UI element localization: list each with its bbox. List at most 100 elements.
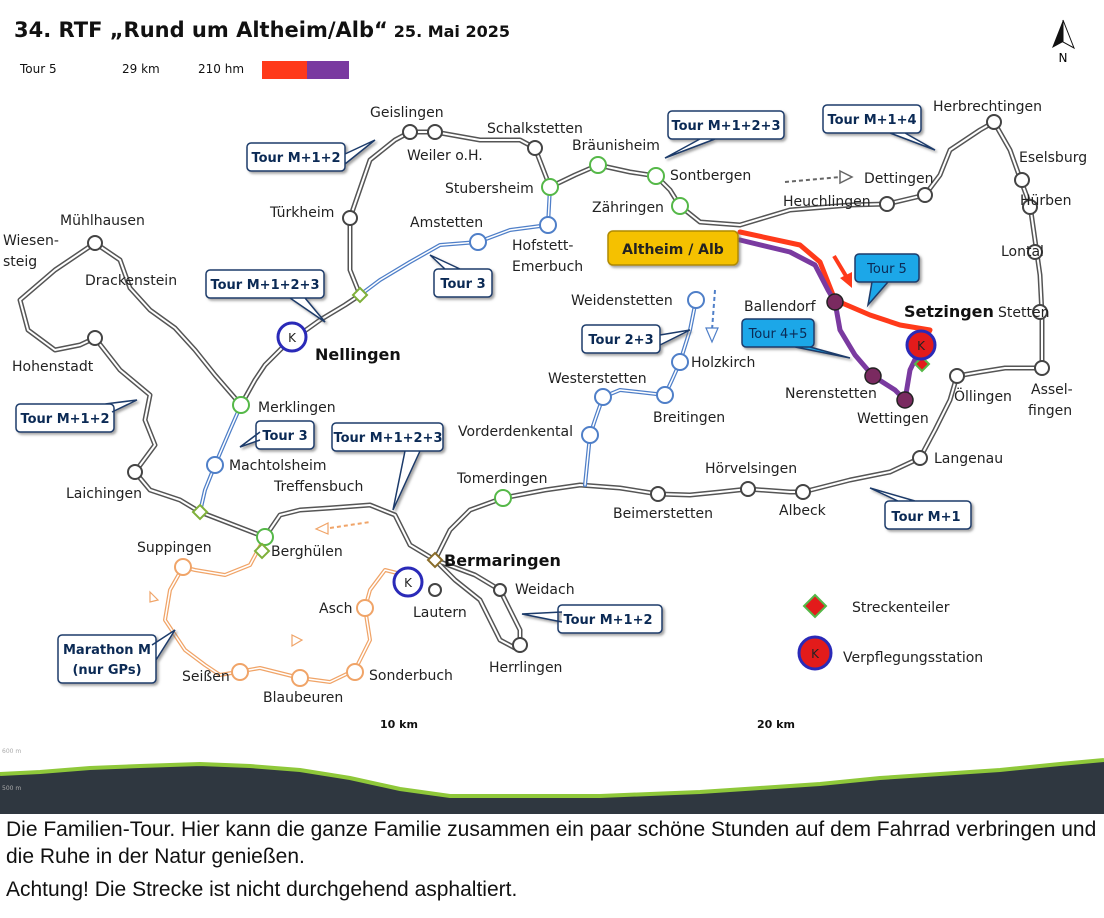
- orange-nodes: [174, 558, 374, 687]
- marathon-arrow-small-icon: [149, 590, 160, 603]
- tour5-nodes: [826, 293, 914, 409]
- place-amstetten: Amstetten: [410, 215, 483, 231]
- place-muehlhausen: Mühlhausen: [60, 213, 145, 229]
- start-box: Altheim / Alb: [607, 230, 739, 266]
- svg-text:K: K: [404, 576, 413, 590]
- aid-legend-marker: K: [811, 647, 820, 661]
- place-braeunisheim: Bräunisheim: [572, 138, 660, 154]
- tour-description: Die Familien-Tour. Hier kann die ganze F…: [6, 816, 1102, 909]
- place-hofstett-1: Hofstett-: [512, 238, 573, 254]
- place-zaehringen: Zähringen: [592, 200, 664, 216]
- north-label: N: [1059, 51, 1068, 65]
- place-hohenstadt: Hohenstadt: [12, 359, 94, 375]
- aid-station: K: [276, 321, 308, 353]
- page-title: 34. RTF „Rund um Altheim/Alb“ 25. Mai 202…: [14, 18, 510, 42]
- svg-text:Tour 4+5: Tour 4+5: [748, 327, 808, 342]
- marathon-arrow-small2-icon: [291, 634, 304, 648]
- place-wettingen: Wettingen: [857, 411, 929, 427]
- place-berghuelen: Berghülen: [271, 544, 343, 560]
- place-weidach: Weidach: [515, 582, 575, 598]
- svg-text:Tour M+1: Tour M+1: [891, 510, 960, 525]
- place-suppingen: Suppingen: [137, 540, 212, 556]
- place-nerenstetten: Nerenstetten: [785, 386, 877, 402]
- tour3-arrowhead-icon: [705, 327, 719, 344]
- aid-station: K: [392, 566, 424, 598]
- tour3-arrow-icon: [711, 289, 716, 331]
- callout: Tour M+1+2: [15, 399, 138, 433]
- title-date: 25. Mai 2025: [393, 22, 511, 41]
- place-stubersheim: Stubersheim: [445, 181, 534, 197]
- callout: Tour M+1+4: [822, 104, 936, 151]
- marathon-arrow-icon: [329, 521, 371, 529]
- splitter-legend-icon: [802, 593, 828, 619]
- legend-aid: Verpflegungsstation: [843, 650, 983, 666]
- road-network-inner: [19, 121, 1043, 649]
- swatch-red: [262, 61, 307, 79]
- description-warning: Achtung! Die Strecke ist nicht durchgehe…: [6, 878, 518, 901]
- place-tuerkheim: Türkheim: [269, 205, 334, 221]
- marathon-arrowhead-icon: [314, 522, 329, 535]
- place-hoervelsingen: Hörvelsingen: [705, 461, 797, 477]
- place-wiesensteig-1: Wiesen-: [3, 233, 59, 249]
- place-treffensbuch: Treffensbuch: [273, 479, 363, 495]
- place-schalkstetten: Schalkstetten: [487, 121, 583, 137]
- place-nellingen: Nellingen: [315, 345, 401, 364]
- place-setzingen: Setzingen: [904, 302, 994, 321]
- place-beimerstetten: Beimerstetten: [613, 506, 713, 522]
- title-text: 34. RTF „Rund um Altheim/Alb“: [14, 18, 388, 42]
- svg-text:Marathon M: Marathon M: [63, 643, 151, 658]
- callout: Tour 2+3: [581, 324, 691, 354]
- place-merklingen: Merklingen: [258, 400, 336, 416]
- svg-text:Tour 2+3: Tour 2+3: [588, 333, 653, 348]
- map-legend: Streckenteiler K Verpflegungsstation: [797, 593, 983, 671]
- svg-text:(nur GPs): (nur GPs): [72, 663, 141, 678]
- town-nodes: [87, 114, 1050, 653]
- tour-color-swatch: [262, 61, 349, 79]
- place-bermaringen: Bermaringen: [444, 551, 561, 570]
- aid-station-active: K: [905, 329, 937, 361]
- place-asch: Asch: [319, 601, 352, 617]
- callout: Tour M+1+2+3: [331, 422, 444, 511]
- place-albeck: Albeck: [779, 503, 827, 519]
- place-asselfingen-1: Assel-: [1031, 382, 1073, 398]
- place-geislingen: Geislingen: [370, 105, 444, 121]
- callout: Tour 3: [239, 420, 315, 450]
- swatch-purple: [307, 61, 349, 79]
- callout: Tour 4+5: [741, 318, 851, 359]
- place-herrlingen: Herrlingen: [489, 660, 562, 676]
- place-wiesensteig-2: steig: [3, 254, 37, 270]
- callout: Tour 3: [429, 254, 493, 298]
- place-labels: Geislingen Schalkstetten Weiler o.H. Brä…: [3, 99, 1087, 706]
- elevation-line: [0, 758, 1104, 798]
- place-oellingen: Öllingen: [954, 387, 1012, 405]
- place-herbrechtingen: Herbrechtingen: [933, 99, 1042, 115]
- callout: Tour 5: [854, 253, 920, 308]
- svg-text:Tour 3: Tour 3: [440, 277, 485, 292]
- blue-nodes: [206, 216, 705, 474]
- description-paragraph: Die Familien-Tour. Hier kann die ganze F…: [6, 818, 1097, 868]
- callout: Tour M+1+2: [246, 139, 376, 172]
- place-huerben: Hürben: [1020, 193, 1072, 209]
- aid-legend-icon: [797, 635, 833, 671]
- elevation-profile: 600 m 500 m: [0, 744, 1104, 814]
- svg-text:Tour M+1+2+3: Tour M+1+2+3: [210, 278, 319, 293]
- tour5-route-red: [737, 229, 933, 348]
- place-stetten: Stetten: [998, 305, 1049, 321]
- tour5-arrow-icon: [832, 254, 848, 278]
- direction-arrowhead-icon: [839, 169, 854, 185]
- svg-text:Tour M+1+2: Tour M+1+2: [563, 613, 652, 628]
- svg-text:Tour M+1+2: Tour M+1+2: [251, 151, 340, 166]
- svg-text:Tour M+1+4: Tour M+1+4: [827, 113, 916, 128]
- svg-text:K: K: [917, 339, 926, 353]
- place-weiler: Weiler o.H.: [407, 148, 483, 164]
- svg-text:Tour 3: Tour 3: [262, 429, 307, 444]
- direction-arrow-icon: [784, 176, 841, 183]
- place-langenau: Langenau: [934, 451, 1003, 467]
- callout-marathon: Marathon M (nur GPs): [57, 629, 176, 684]
- north-arrow-icon: N: [1052, 19, 1075, 65]
- tour-elevation: 210 hm: [198, 62, 245, 76]
- callout: Tour M+1+2: [521, 604, 663, 634]
- place-hofstett-2: Emerbuch: [512, 259, 583, 275]
- place-eselsburg: Eselsburg: [1019, 150, 1087, 166]
- place-seissen: Seißen: [182, 669, 230, 685]
